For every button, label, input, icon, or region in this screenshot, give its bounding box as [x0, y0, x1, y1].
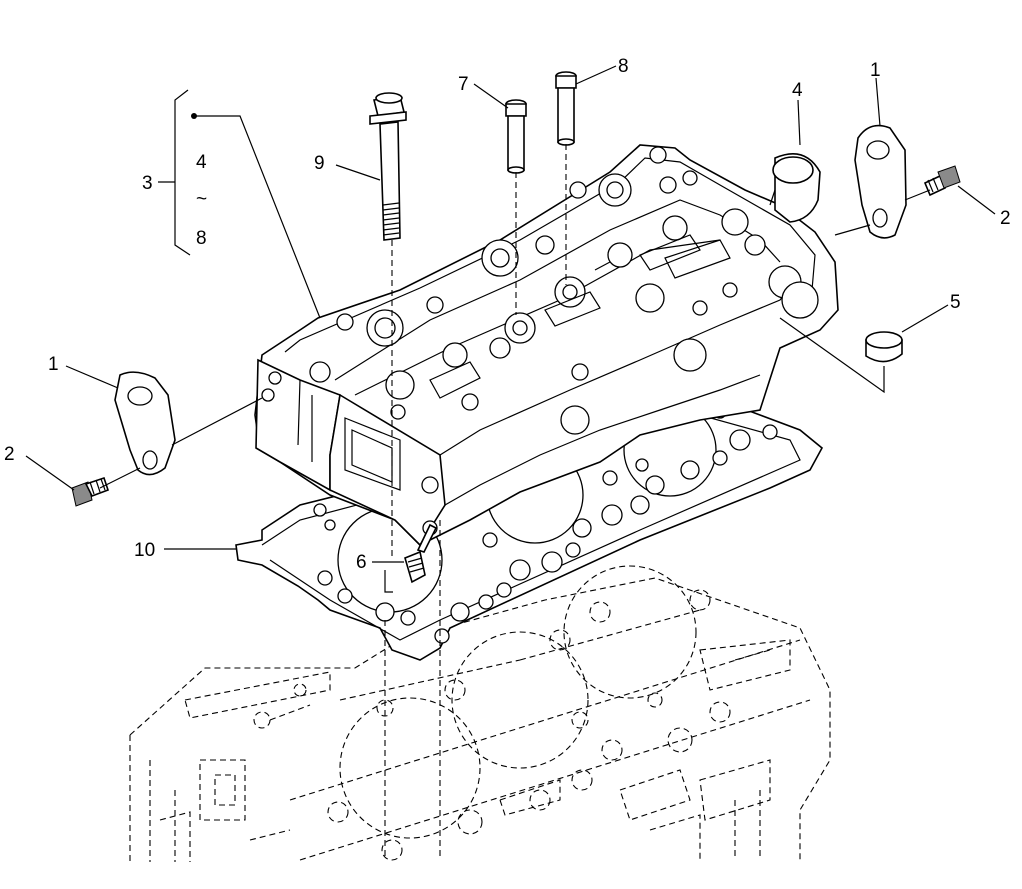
callout-1-left: 1 [48, 354, 59, 375]
glow-plug [384, 523, 438, 593]
callout-3-range-sep: ~ [196, 189, 207, 210]
engine-block [129, 565, 831, 862]
cap-5 [865, 331, 903, 363]
callout-3-range-from: 4 [196, 152, 207, 173]
callout-6: 6 [356, 552, 367, 573]
callout-labels: 1 2 3 4 ~ 8 9 7 8 4 1 2 5 10 6 [4, 56, 1011, 573]
callout-10: 10 [134, 540, 155, 561]
valve-guide-8 [555, 71, 577, 285]
callout-2-left: 2 [4, 444, 15, 465]
callout-8: 8 [618, 56, 629, 77]
head-gasket [235, 399, 824, 661]
callout-2-right: 2 [1000, 208, 1011, 229]
valve-guide-7 [505, 99, 527, 315]
cylinder-head [254, 144, 839, 547]
bolt-right [923, 165, 961, 197]
callout-3-range-to: 8 [196, 228, 207, 249]
bolt-left [71, 476, 110, 507]
leader-lines [25, 65, 996, 563]
callout-3: 3 [142, 173, 153, 194]
callout-5: 5 [950, 292, 961, 313]
callout-7: 7 [458, 74, 469, 95]
callout-4: 4 [792, 80, 803, 101]
head-bolt [369, 92, 441, 860]
lifting-hook-right [854, 124, 907, 239]
callout-1-right: 1 [870, 60, 881, 81]
plug-4 [769, 153, 821, 223]
lifting-hook-left [114, 371, 176, 476]
callout-9: 9 [314, 153, 325, 174]
